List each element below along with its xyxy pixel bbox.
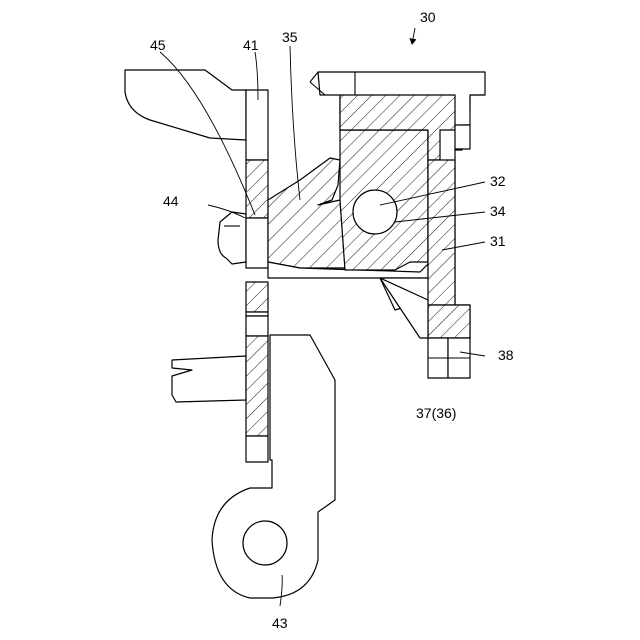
lower-left-tab <box>172 356 246 402</box>
block-35 <box>268 158 345 268</box>
label-34: 34 <box>490 203 506 219</box>
label-35: 35 <box>282 29 298 45</box>
label-45: 45 <box>150 37 166 53</box>
housing-32 <box>340 130 428 270</box>
part-36-38 <box>428 338 470 378</box>
pivot-hole <box>243 521 287 565</box>
label-41: 41 <box>243 37 259 53</box>
label-30: 30 <box>420 9 436 25</box>
label-31: 31 <box>490 233 506 249</box>
label-44: 44 <box>163 193 179 209</box>
label-37-36: 37(36) <box>416 405 456 421</box>
label-43: 43 <box>272 615 288 631</box>
plate-41 <box>246 90 268 462</box>
clip-44 <box>218 212 246 264</box>
pin-32 <box>353 190 397 234</box>
label-38: 38 <box>498 347 514 363</box>
label-32: 32 <box>490 173 506 189</box>
